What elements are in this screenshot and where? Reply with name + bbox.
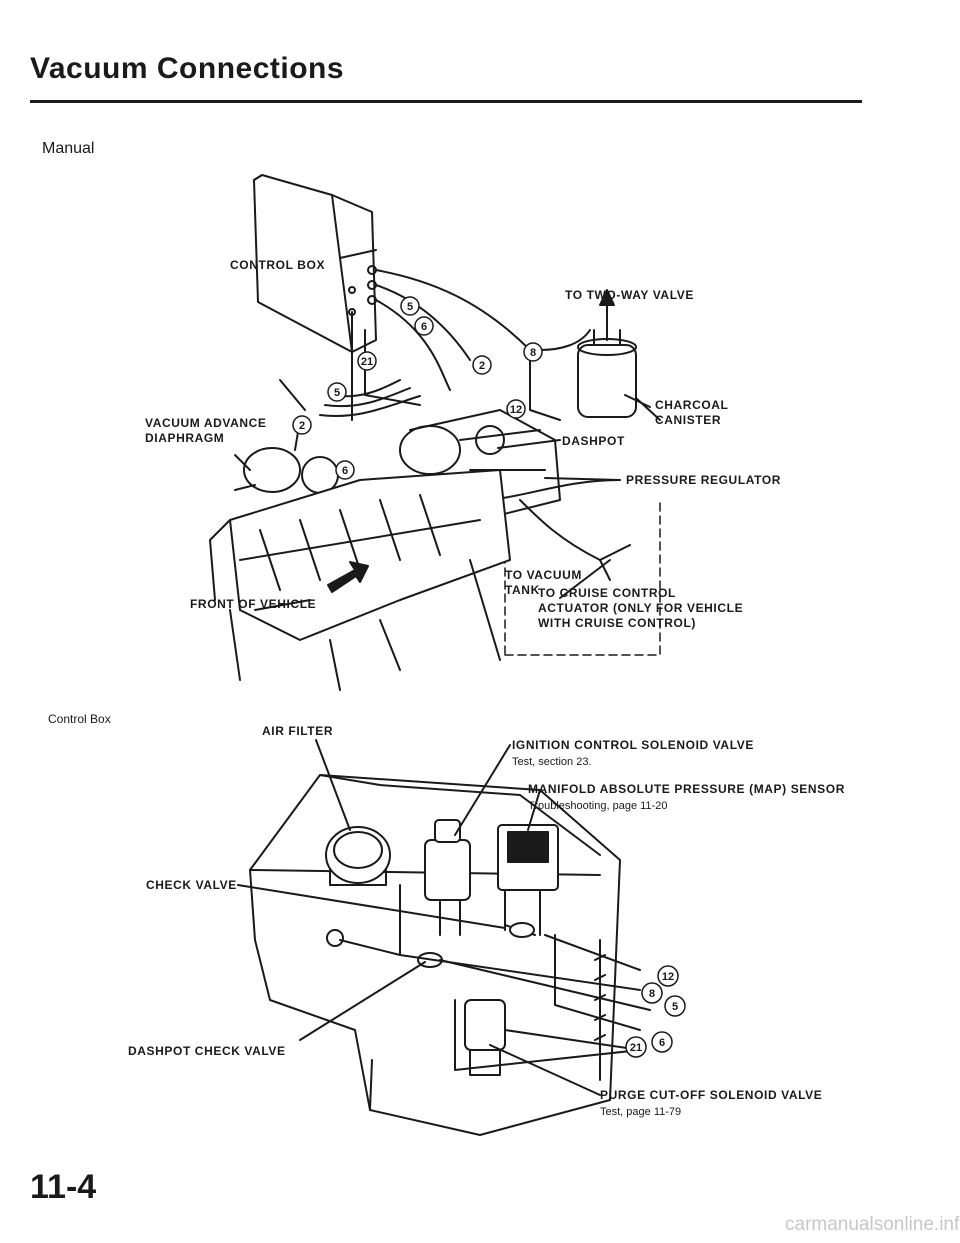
hose-number-2b: 2 (292, 415, 312, 435)
label-charcoal-canister: CHARCOAL CANISTER (655, 398, 729, 427)
port-number-8: 8 (641, 982, 663, 1004)
svg-text:12: 12 (510, 404, 522, 416)
watermark: carmanualsonline.info (785, 1214, 960, 1235)
label-map-sensor: MANIFOLD ABSOLUTE PRESSURE (MAP) SENSOR (528, 782, 845, 796)
label-control-box: CONTROL BOX (230, 258, 326, 272)
label-dashpot: DASHPOT (562, 434, 625, 448)
label-vacuum-tank: TO VACUUM TANK (505, 568, 582, 597)
label-air-filter: AIR FILTER (262, 724, 334, 738)
manual-heading: Manual (42, 140, 95, 157)
label-dashpot-check-valve: DASHPOT CHECK VALVE (128, 1044, 286, 1058)
label-two-way-valve: TO TWO-WAY VALVE (565, 288, 694, 302)
ignition-solenoid-shape (424, 839, 471, 901)
svg-text:2: 2 (479, 360, 485, 372)
port-number-12: 12 (657, 965, 679, 987)
ref-purge-solenoid: Test, page 11-79 (600, 1106, 682, 1118)
label-vacuum-advance-diaphragm: VACUUM ADVANCE DIAPHRAGM (145, 416, 267, 445)
port-number-21: 21 (625, 1036, 647, 1058)
svg-text:8: 8 (530, 347, 536, 359)
page-number: 11-4 (30, 1168, 97, 1206)
charcoal-canister-shape (577, 344, 637, 418)
page-title: Vacuum Connections (30, 52, 345, 85)
hose-number-21: 21 (357, 351, 377, 371)
svg-text:6: 6 (342, 465, 348, 477)
svg-text:5: 5 (334, 387, 340, 399)
svg-text:6: 6 (659, 1037, 665, 1049)
svg-text:8: 8 (649, 988, 655, 1000)
hose-number-5b: 5 (327, 382, 347, 402)
valve-cover-shape (229, 469, 511, 641)
ref-ignition-solenoid: Test, section 23. (512, 756, 592, 768)
label-check-valve: CHECK VALVE (146, 878, 237, 892)
control-box-heading: Control Box (48, 712, 111, 726)
label-purge-solenoid: PURGE CUT-OFF SOLENOID VALVE (600, 1088, 823, 1102)
port-number-5: 5 (664, 995, 686, 1017)
air-filter-shape (325, 826, 391, 884)
svg-text:6: 6 (421, 321, 427, 333)
hose-number-12: 12 (506, 399, 526, 419)
port-number-6: 6 (651, 1031, 673, 1053)
svg-text:2: 2 (299, 420, 305, 432)
label-pressure-regulator: PRESSURE REGULATOR (626, 473, 782, 487)
hose-number-2: 2 (472, 355, 492, 375)
svg-text:21: 21 (361, 356, 373, 368)
title-rule (30, 100, 862, 103)
svg-text:5: 5 (672, 1001, 678, 1013)
label-ignition-solenoid: IGNITION CONTROL SOLENOID VALVE (512, 738, 754, 752)
hose-number-6b: 6 (335, 460, 355, 480)
ref-map-sensor: Troubleshooting, page 11-20 (528, 800, 668, 812)
hose-number-8: 8 (523, 342, 543, 362)
purge-solenoid-shape (464, 999, 506, 1051)
svg-text:21: 21 (630, 1042, 642, 1054)
label-front-of-vehicle: FRONT OF VEHICLE (190, 597, 317, 611)
label-cruise-control: TO CRUISE CONTROL ACTUATOR (ONLY FOR VEH… (538, 586, 744, 630)
svg-text:12: 12 (662, 971, 674, 983)
svg-text:5: 5 (407, 301, 413, 313)
hose-number-6: 6 (414, 316, 434, 336)
hose-number-5: 5 (400, 296, 420, 316)
